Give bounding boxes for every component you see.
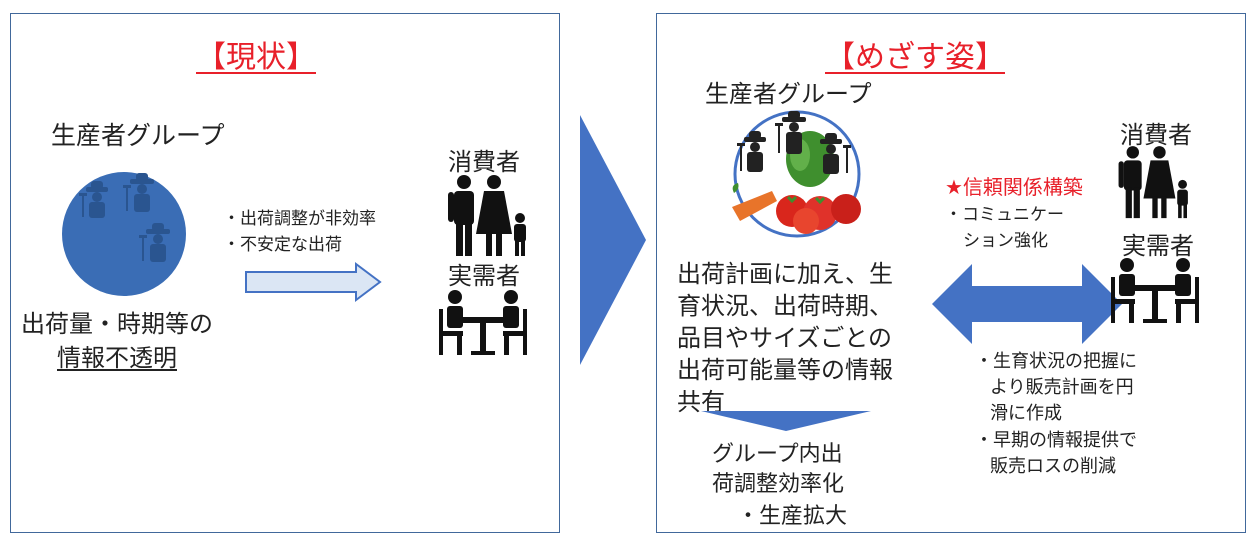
benefit-line1: ・生育状況の把握に	[975, 351, 1137, 372]
double-arrow	[932, 264, 1122, 344]
family-icon	[1118, 146, 1188, 219]
meeting-table-icon	[1111, 258, 1199, 323]
goal-sharing-line4: 出荷可能量等の情報	[677, 356, 893, 384]
big-right-arrow	[580, 115, 646, 365]
meeting-table-icon	[439, 290, 527, 355]
down-arrow	[701, 411, 871, 431]
current-panel: 【現状】 生産者グループ ・出荷調整が非効率 ・不安定な出荷	[10, 13, 560, 533]
outline-right-arrow	[245, 262, 382, 302]
goal-consumer-label: 消費者	[1120, 121, 1192, 149]
current-info-line1: 出荷量・時期等の	[21, 310, 213, 338]
benefit-line5: 販売ロスの削減	[990, 456, 1116, 477]
current-title: 【現状】	[196, 40, 316, 75]
benefit-line4: ・早期の情報提供で	[975, 430, 1137, 451]
goal-panel: 【めざす姿】 生産者グループ	[656, 13, 1246, 533]
goal-result-line1: グループ内出	[712, 442, 843, 467]
trust-item-2: ション強化	[963, 231, 1048, 251]
current-issue-1: ・出荷調整が非効率	[223, 209, 376, 229]
vegetables-icon	[732, 110, 861, 238]
benefit-line3: 滑に作成	[990, 403, 1062, 424]
current-issue-2: ・不安定な出荷	[223, 235, 342, 255]
goal-result-line3: ・生産拡大	[737, 504, 848, 529]
current-business-label: 実需者	[448, 262, 520, 290]
trust-title: ★信頼関係構築	[945, 175, 1083, 199]
farmers-group-icon	[62, 172, 186, 296]
trust-item-1: ・コミュニケー	[945, 205, 1064, 225]
goal-business-label: 実需者	[1122, 232, 1194, 260]
goal-title: 【めざす姿】	[825, 40, 1005, 75]
current-consumer-label: 消費者	[448, 148, 520, 176]
goal-sharing-line3: 品目やサイズごとの	[677, 324, 893, 352]
goal-producer-label: 生産者グループ	[705, 80, 872, 108]
goal-sharing-line2: 育状況、出荷時期、	[677, 292, 893, 320]
benefit-line2: より販売計画を円	[990, 377, 1134, 398]
current-producer-label: 生産者グループ	[51, 121, 225, 150]
family-icon	[448, 175, 526, 256]
goal-result-line2: 荷調整効率化	[712, 472, 845, 497]
goal-sharing-line1: 出荷計画に加え、生	[677, 260, 893, 288]
current-info-line2: 情報不透明	[57, 344, 177, 372]
